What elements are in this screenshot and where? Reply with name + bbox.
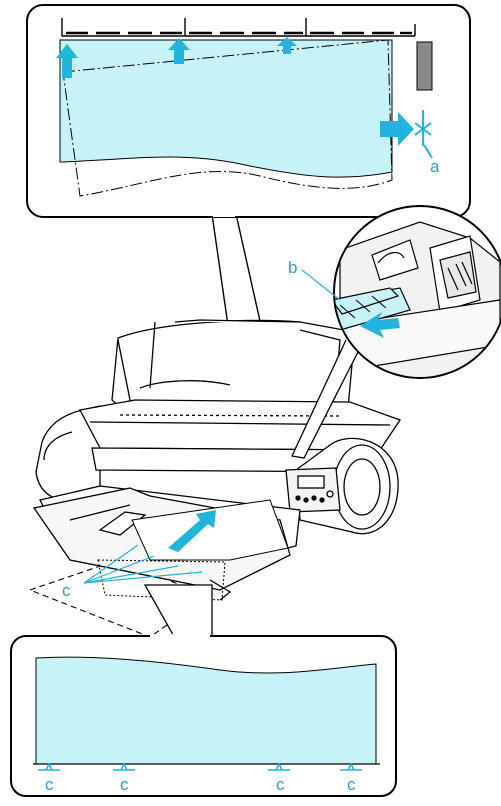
label-c-bottom-1: c xyxy=(45,775,54,794)
label-b: b xyxy=(288,258,297,277)
aligned-paper-sheet xyxy=(60,40,392,177)
label-c-bottom-2: c xyxy=(120,775,129,794)
label-c-main: c xyxy=(62,581,71,600)
label-c-bottom-3: c xyxy=(276,775,285,794)
gray-sensor-block xyxy=(417,42,432,90)
label-c-bottom-4: c xyxy=(347,775,356,794)
bottom-callout: c c c c xyxy=(11,585,396,796)
paper-edge-sheet xyxy=(36,657,376,764)
label-a: a xyxy=(430,157,440,176)
